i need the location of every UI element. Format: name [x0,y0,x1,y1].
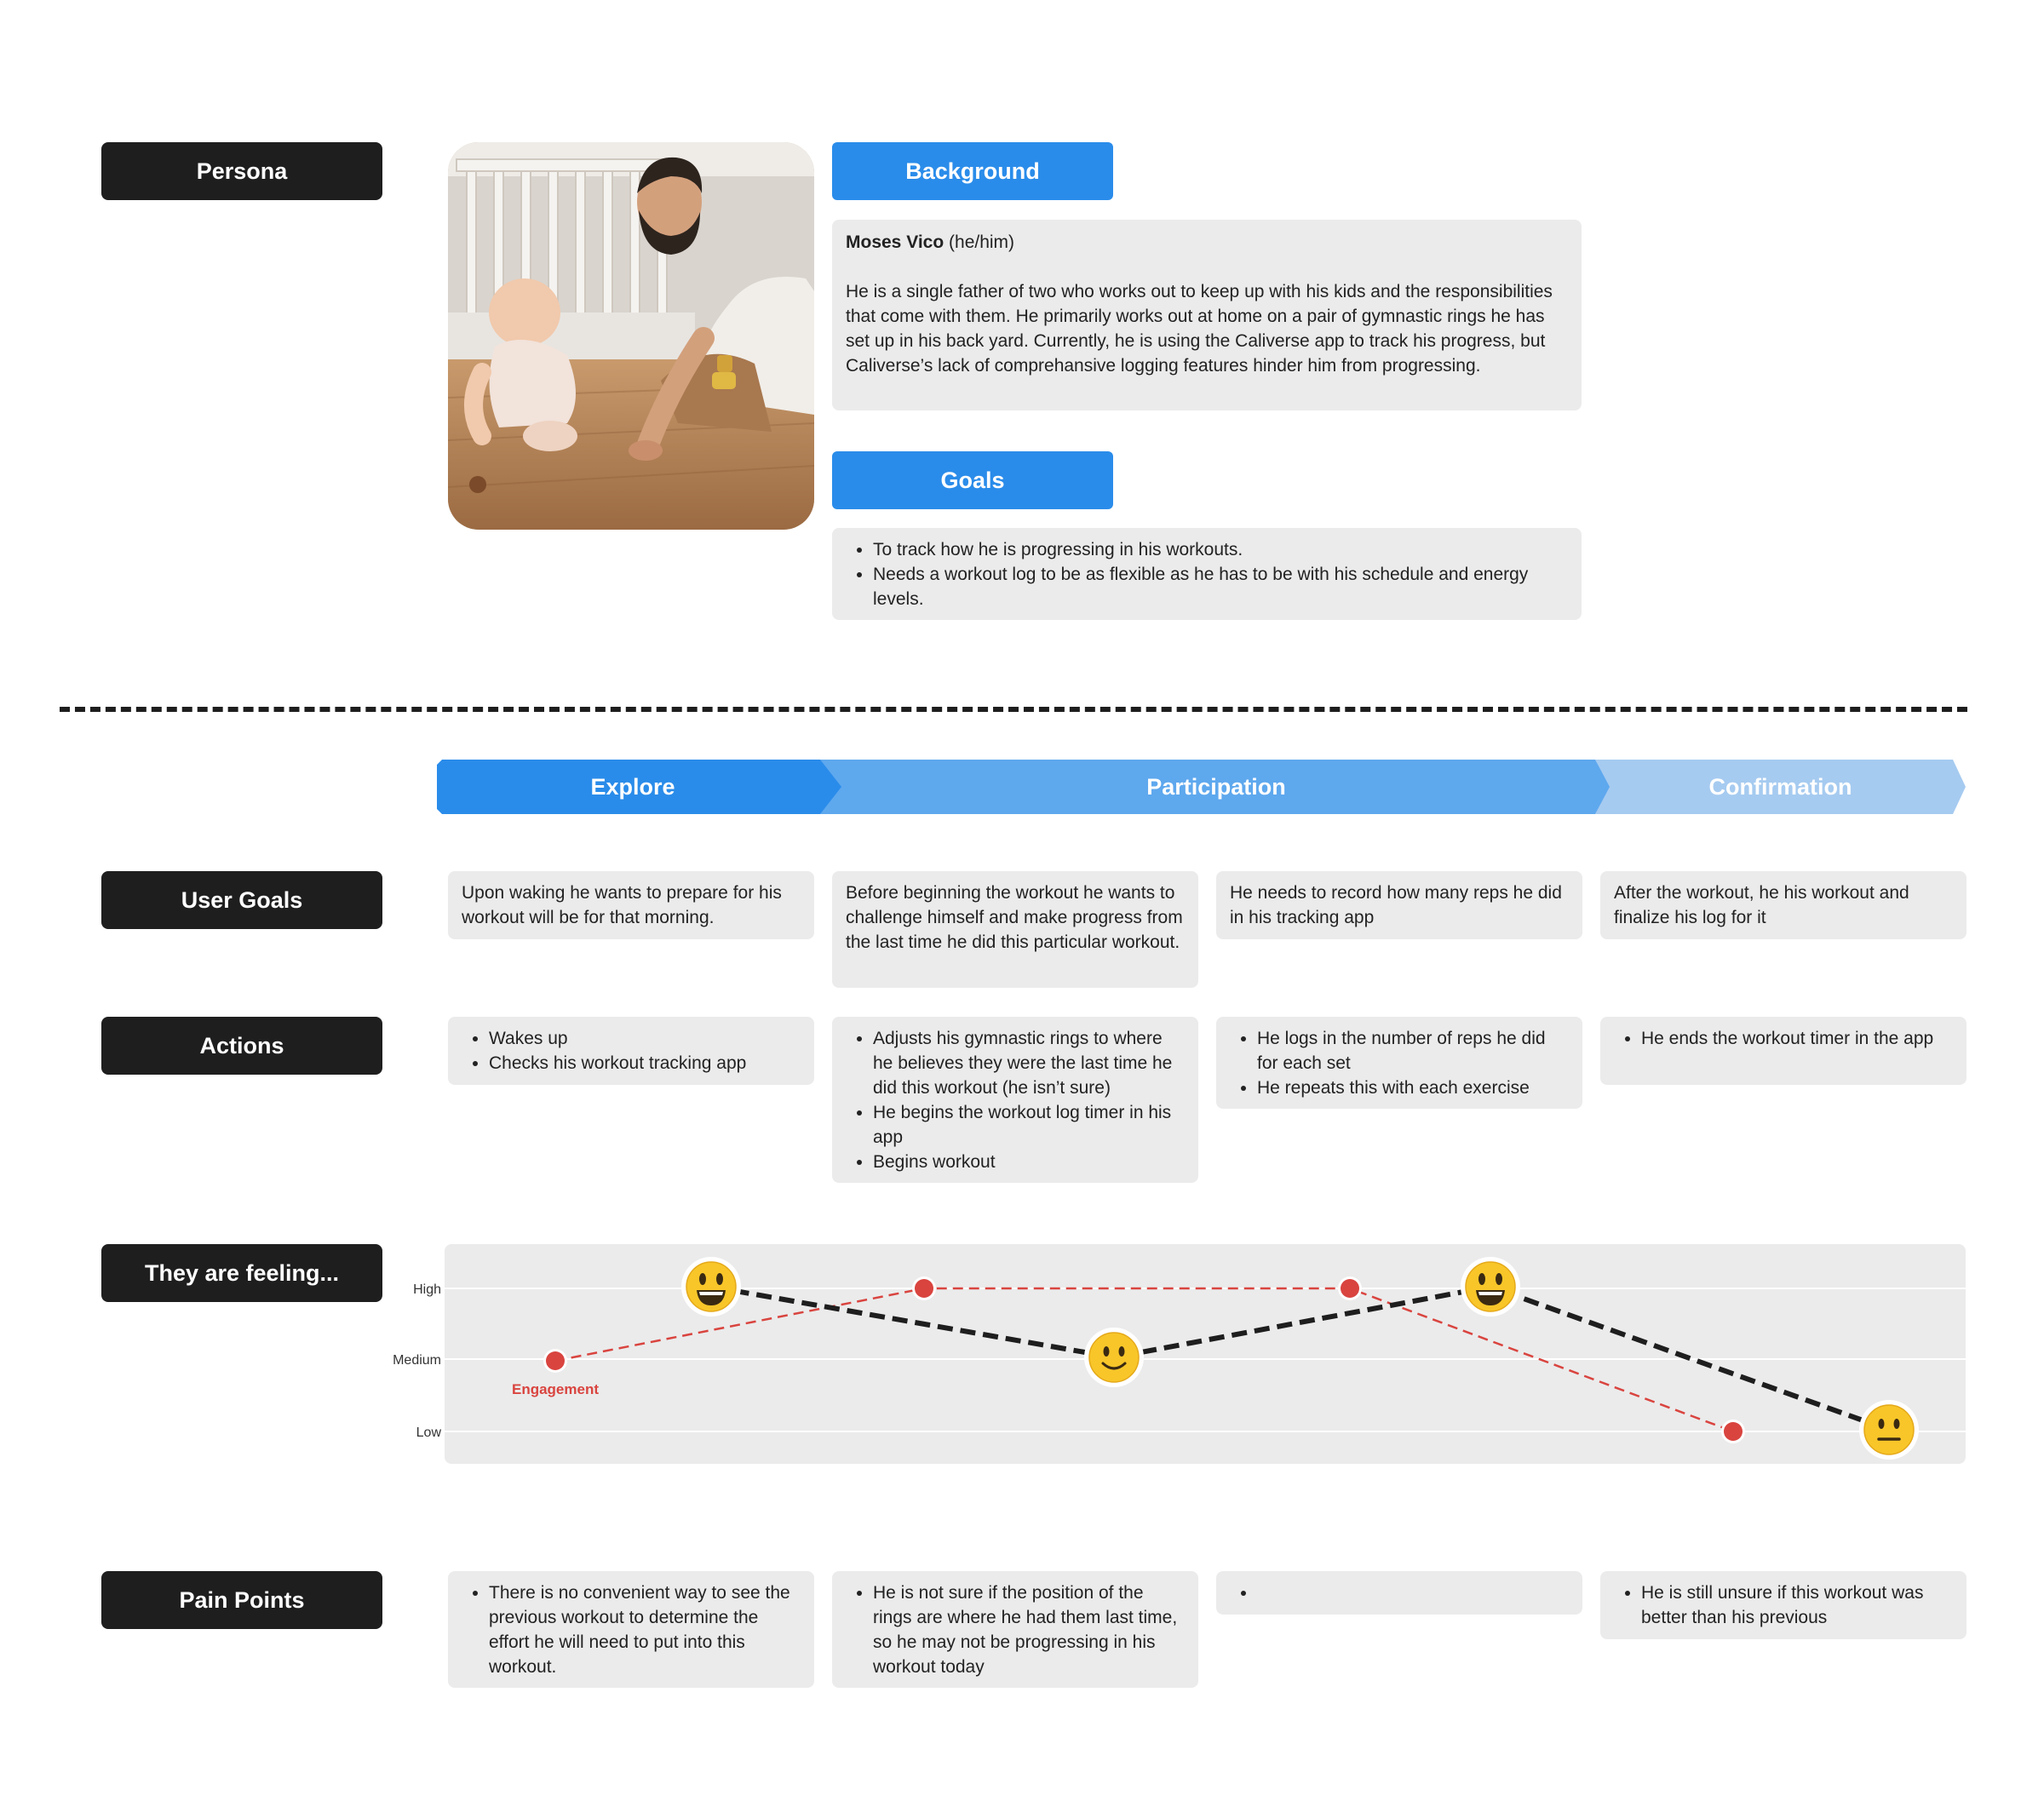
background-label: Background [832,142,1113,200]
persona-pronouns: (he/him) [949,232,1015,252]
persona-photo [448,142,814,530]
pain-list-4: He is still unsure if this workout was b… [1614,1580,1953,1630]
phase-arrow-participation [820,760,1610,814]
smiling-face-icon [1084,1328,1144,1387]
phase-arrow-confirmation [1595,760,1966,814]
pain-point-item: He is not sure if the position of the ri… [873,1580,1185,1679]
user-goal-cell-4: After the workout, he his workout and fi… [1600,871,1966,939]
pain-list-3 [1230,1580,1569,1605]
action-item: He begins the workout log timer in his a… [873,1100,1185,1150]
action-list-2: Adjusts his gymnastic rings to where he … [846,1026,1185,1174]
pain-point-item [1257,1580,1569,1605]
goals-list: To track how he is progressing in his wo… [846,537,1568,611]
phase-confirmation: Confirmation [1708,773,1852,800]
engagement-line [554,1287,1734,1433]
action-item: Adjusts his gymnastic rings to where he … [873,1026,1185,1100]
background-card: Moses Vico (he/him) He is a single fathe… [832,220,1582,410]
user-goals-label: User Goals [101,871,382,929]
pain-points-label-text: Pain Points [179,1586,305,1613]
engagement-point [1341,1279,1359,1298]
grinning-face-icon [1461,1257,1520,1317]
pain-points-label: Pain Points [101,1571,382,1629]
action-item: He repeats this with each exercise [1257,1076,1569,1100]
phase-arrow-explore [437,760,841,814]
actions-label: Actions [101,1017,382,1075]
feeling-label: They are feeling... [101,1244,382,1302]
emotion-line [710,1283,1891,1432]
action-item: Begins workout [873,1150,1185,1174]
action-cell-1: Wakes up Checks his workout tracking app [448,1017,814,1085]
engagement-series-label: Engagement [512,1381,599,1397]
persona-name-line: Moses Vico (he/him) [846,230,1568,255]
goal-item: To track how he is progressing in his wo… [873,537,1568,562]
persona-label-text: Persona [196,158,288,184]
user-goals-label-text: User Goals [181,886,303,913]
action-list-3: He logs in the number of reps he did for… [1230,1026,1569,1100]
phase-arrows [437,760,1966,814]
action-item: Checks his workout tracking app [489,1051,801,1076]
feeling-label-text: They are feeling... [144,1259,340,1286]
pain-point-item: There is no convenient way to see the pr… [489,1580,801,1679]
action-cell-2: Adjusts his gymnastic rings to where he … [832,1017,1198,1183]
goal-item: Needs a workout log to be as flexible as… [873,562,1568,611]
pain-point-cell-1: There is no convenient way to see the pr… [448,1571,814,1688]
user-goal-cell-3: He needs to record how many reps he did … [1216,871,1582,939]
engagement-point [1724,1422,1743,1441]
goals-card: To track how he is progressing in his wo… [832,528,1582,620]
actions-label-text: Actions [199,1032,284,1058]
y-tick-low: Low [416,1426,442,1440]
action-item: He logs in the number of reps he did for… [1257,1026,1569,1076]
pain-point-cell-3 [1216,1571,1582,1615]
action-cell-3: He logs in the number of reps he did for… [1216,1017,1582,1109]
phase-participation: Participation [1146,773,1286,800]
action-list-4: He ends the workout timer in the app [1614,1026,1953,1051]
grinning-face-icon [681,1257,741,1317]
user-goal-cell-1: Upon waking he wants to prepare for his … [448,871,814,939]
phase-bar: Explore Participation Confirmation [437,760,1966,814]
action-list-1: Wakes up Checks his workout tracking app [462,1026,801,1076]
action-cell-4: He ends the workout timer in the app [1600,1017,1966,1085]
persona-bio: He is a single father of two who works o… [846,282,1553,376]
engagement-point [915,1279,933,1298]
action-item: He ends the workout timer in the app [1641,1026,1953,1051]
goals-label: Goals [832,451,1113,509]
y-tick-medium: Medium [393,1353,441,1368]
y-tick-high: High [413,1282,441,1297]
goals-label-text: Goals [940,467,1005,493]
pain-point-cell-2: He is not sure if the position of the ri… [832,1571,1198,1688]
neutral-face-icon [1859,1400,1919,1460]
pain-list-2: He is not sure if the position of the ri… [846,1580,1185,1679]
pain-point-item: He is still unsure if this workout was b… [1641,1580,1953,1630]
background-label-text: Background [905,158,1040,184]
user-goal-cell-2: Before beginning the workout he wants to… [832,871,1198,988]
pain-point-cell-4: He is still unsure if this workout was b… [1600,1571,1966,1639]
persona-label: Persona [101,142,382,200]
pain-list-1: There is no convenient way to see the pr… [462,1580,801,1679]
engagement-point [546,1351,565,1370]
section-divider [60,707,1967,712]
persona-photo-illustration [448,142,814,530]
phase-explore: Explore [590,773,675,800]
persona-name: Moses Vico [846,232,944,252]
action-item: Wakes up [489,1026,801,1051]
